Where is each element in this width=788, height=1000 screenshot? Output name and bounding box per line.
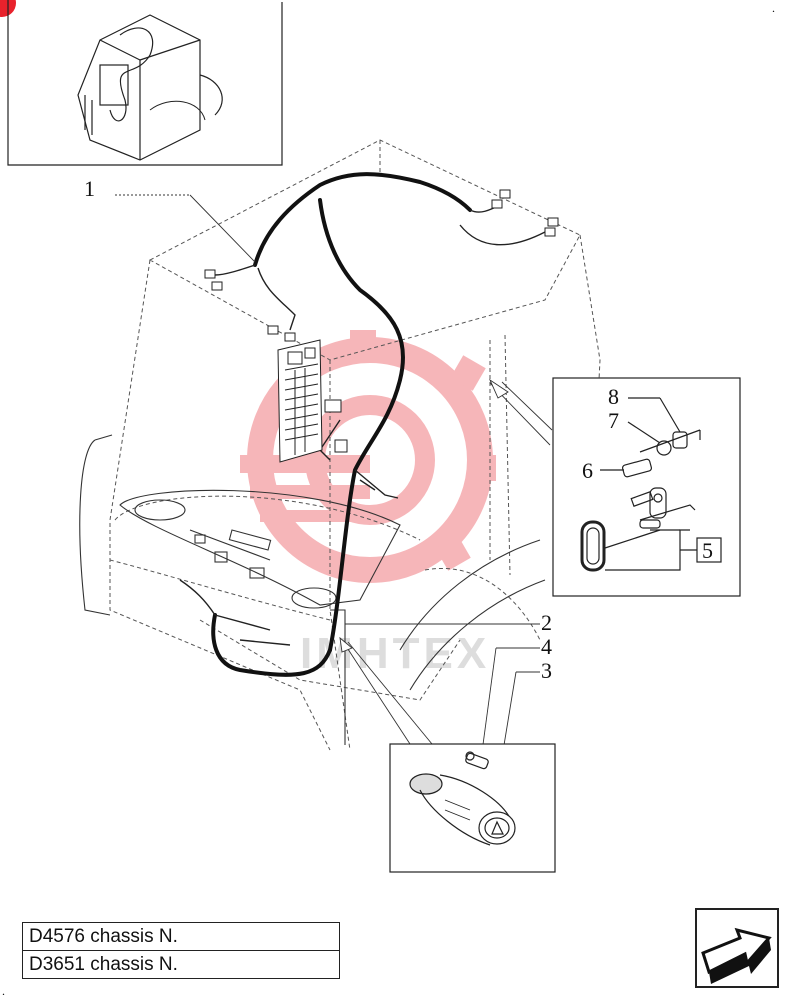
arrow-next-page-icon [695,908,779,988]
callout-5: 5 [702,538,713,563]
callout-1: 1 [84,176,95,201]
chassis-table: D4576 chassis N. D3651 chassis N. [22,922,340,979]
callout-8: 8 [608,384,619,409]
chassis-cell: D3651 chassis N. [22,950,340,979]
watermark-logo [240,330,496,583]
detail-inset-switch [389,743,556,873]
callout-3: 3 [541,658,552,683]
cab-solid-lines [79,434,546,745]
relay-board [277,339,348,463]
harness-connectors [204,189,559,342]
chassis-row: D3651 chassis N. [22,950,340,979]
chassis-row: D4576 chassis N. [22,922,340,951]
wiring-harness [211,172,472,677]
detail-inset-bracket [552,377,741,597]
chassis-cell: D4576 chassis N. [22,922,340,951]
corner-dot-bottom: . [2,984,5,998]
next-page-button[interactable] [695,908,779,988]
callout-4: 4 [541,634,552,659]
callout-7: 7 [608,408,619,433]
callout-6: 6 [582,458,593,483]
corner-dot: . [772,1,775,15]
overview-inset [7,0,283,166]
callout-2: 2 [541,610,552,635]
cab-structure [109,139,601,751]
